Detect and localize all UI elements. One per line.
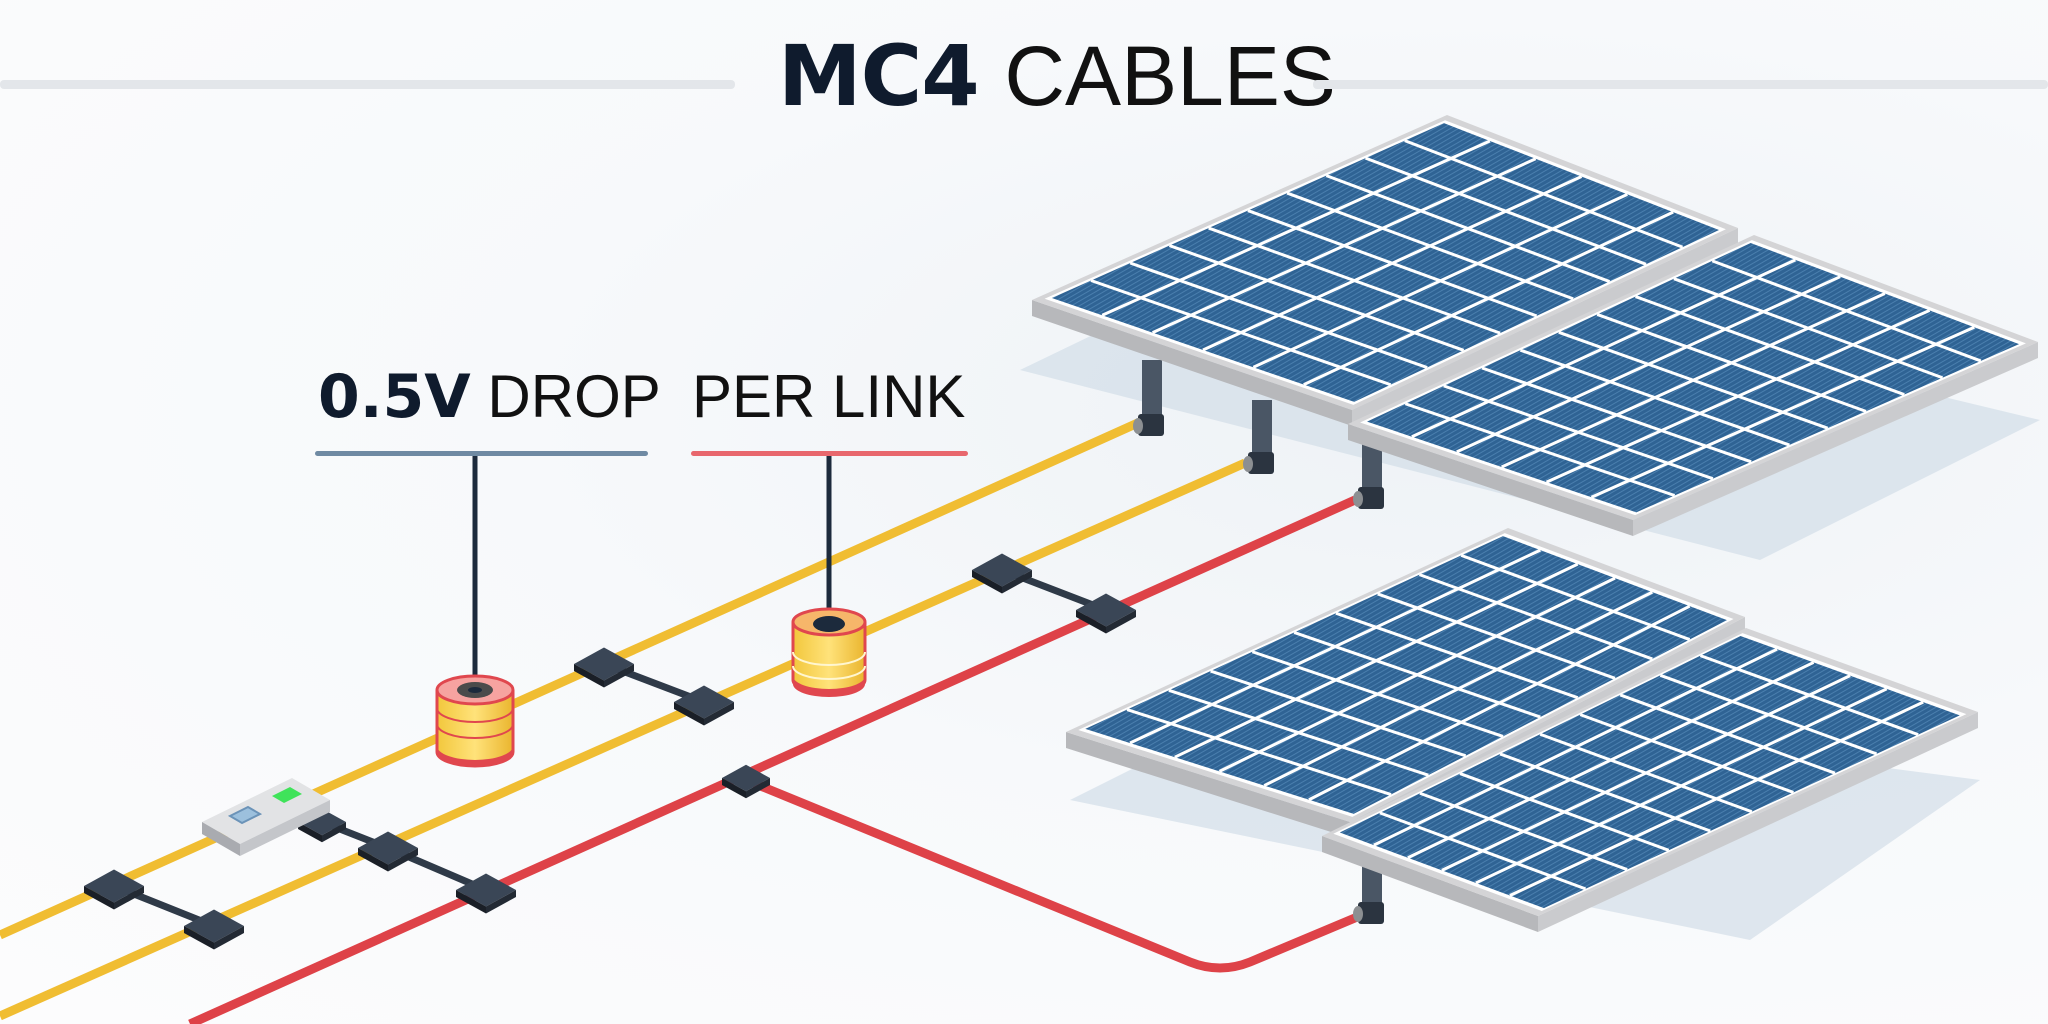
panel-grid-line (1441, 674, 1851, 872)
connector-side-left (674, 702, 704, 726)
connector-icon (184, 909, 244, 950)
panel-grid-line (1545, 309, 1931, 484)
connector-icon (574, 647, 634, 688)
connector-side-right (1106, 610, 1136, 634)
title-bar: MC4 CABLES (0, 18, 2048, 125)
connector-side-left (84, 886, 114, 910)
stand-clamp (1358, 487, 1384, 509)
red-cable-branch (744, 775, 1364, 973)
panel-frame-side (1032, 300, 1352, 426)
solar-panel (1348, 235, 2038, 536)
connector-icon (722, 764, 770, 799)
callout-rule-per-link (691, 451, 968, 456)
connectors (84, 553, 1136, 950)
connector-side-right (486, 890, 516, 914)
panel-grid-line (1202, 175, 1583, 352)
panel-frame-side (1348, 424, 1633, 536)
drop-marker-right[interactable] (791, 456, 867, 697)
connector-side-right (114, 886, 144, 910)
stand-port (1353, 906, 1363, 922)
panel-cells (1051, 123, 1719, 402)
connector-icon (358, 831, 418, 872)
connector-icon (1076, 593, 1136, 634)
connector-side-left (574, 664, 604, 688)
panel-grid-line (1252, 192, 1628, 369)
connector-side-left (184, 926, 214, 950)
panel-grid-line (1373, 647, 1778, 847)
stand-post-1 (1133, 360, 1164, 436)
callout-label: DROP (487, 363, 661, 430)
panel-array-lower (1066, 528, 1978, 932)
stand-post-4 (1353, 860, 1384, 924)
panel-array-upper (1032, 115, 2038, 536)
stand-post-3 (1353, 440, 1384, 509)
connector-side-left (1076, 610, 1106, 634)
title-rule-right (1313, 80, 2048, 89)
stand-post-2 (1243, 400, 1274, 474)
connector-side-right (388, 848, 418, 872)
stand-port (1133, 418, 1143, 434)
connector-side-right (746, 778, 770, 799)
connector-side-right (604, 664, 634, 688)
callout-label: PER LINK (692, 363, 966, 430)
stand-clamp (1138, 414, 1164, 436)
callout-voltage-drop: 0.5V DROP (318, 362, 661, 432)
panel-grid-line (1501, 292, 1886, 469)
connector-top (722, 764, 770, 792)
panel-frame-side (1538, 712, 1978, 932)
indicator-blue-icon (227, 805, 263, 825)
panel-grid-line (1407, 661, 1815, 860)
title-bold: MC4 (778, 27, 980, 125)
title-rule-left (0, 80, 735, 89)
stand-clamp (1358, 902, 1384, 924)
panel-grid-line (1456, 275, 1841, 454)
panel-frame-side (1066, 732, 1350, 838)
panel-grid-line (1174, 562, 1579, 759)
callout-per-link: PER LINK (692, 362, 965, 432)
panel-frame-side (1633, 342, 2038, 536)
stand-clamp (1248, 452, 1274, 474)
connector-side-left (298, 822, 322, 843)
panel-grid-line (1509, 700, 1924, 897)
connector-side-right (214, 926, 244, 950)
panel-grid-line (1475, 687, 1888, 885)
panel-frame-side (1322, 836, 1538, 932)
red-cable (188, 495, 1357, 1024)
connector-side-left (722, 778, 746, 799)
yellow-cable-1 (0, 417, 1142, 940)
connector-icon (674, 685, 734, 726)
panel-frame-side (1352, 228, 1738, 426)
connector-side-right (1002, 570, 1032, 594)
connector-side-left (972, 570, 1002, 594)
panel-grid-line (1303, 210, 1674, 386)
panel-grid-line (1218, 576, 1616, 773)
panel-grid-line (1411, 258, 1797, 439)
panel-grid-line (1590, 325, 1975, 499)
connector-icon (456, 873, 516, 914)
connector-icon (84, 869, 144, 910)
panel-grid-line (1129, 548, 1541, 745)
connector-side-left (358, 848, 388, 872)
callout-value: 0.5V (318, 362, 471, 432)
indicator-green-icon (272, 787, 302, 803)
panel-cells (1085, 536, 1727, 814)
panel-grid-line (1263, 590, 1653, 787)
connector-icon (972, 553, 1032, 594)
title-light: CABLES (1004, 29, 1336, 123)
drop-marker-left[interactable] (435, 456, 515, 768)
junction-box-icon[interactable] (202, 778, 330, 856)
connector-side-right (704, 702, 734, 726)
connector-side-left (456, 890, 486, 914)
solar-panel (1322, 628, 1978, 932)
stand-port (1243, 456, 1253, 472)
panel-grid-line (1308, 604, 1691, 802)
stand-port (1353, 491, 1363, 507)
page-title: MC4 CABLES (778, 26, 1336, 126)
panel-grid-line (1151, 157, 1537, 334)
connector-side-right (322, 822, 346, 843)
panel-grid-line (1101, 139, 1491, 317)
callout-rule-voltage-drop (315, 451, 648, 456)
solar-panel (1032, 115, 1738, 426)
